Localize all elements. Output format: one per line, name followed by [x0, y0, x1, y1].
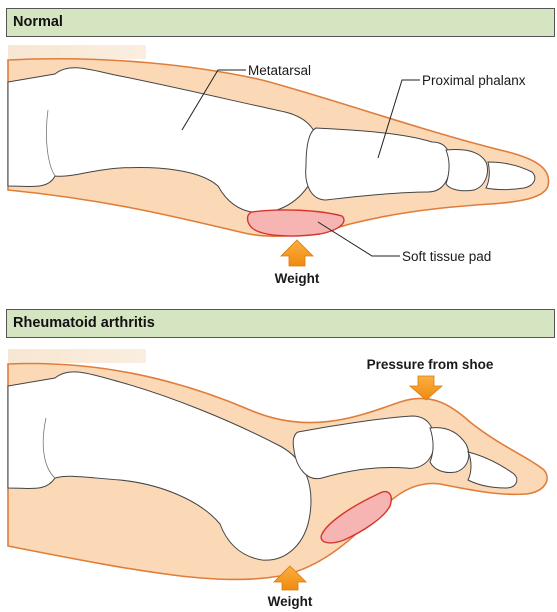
rheumatoid-foot-illustration [8, 349, 547, 590]
pressure-from-shoe-arrow [410, 376, 442, 400]
label-metatarsal: Metatarsal [248, 63, 311, 78]
label-soft-tissue-pad: Soft tissue pad [402, 249, 491, 264]
label-weight-rheumatoid: Weight [268, 594, 313, 609]
label-weight-normal: Weight [275, 271, 320, 286]
normal-weight-arrow [281, 240, 313, 266]
normal-soft-tissue-pad [248, 210, 344, 236]
cut-edge-band [8, 45, 146, 59]
cut-edge-band [8, 349, 146, 363]
label-pressure-from-shoe: Pressure from shoe [367, 357, 494, 372]
label-proximal-phalanx: Proximal phalanx [422, 73, 526, 88]
